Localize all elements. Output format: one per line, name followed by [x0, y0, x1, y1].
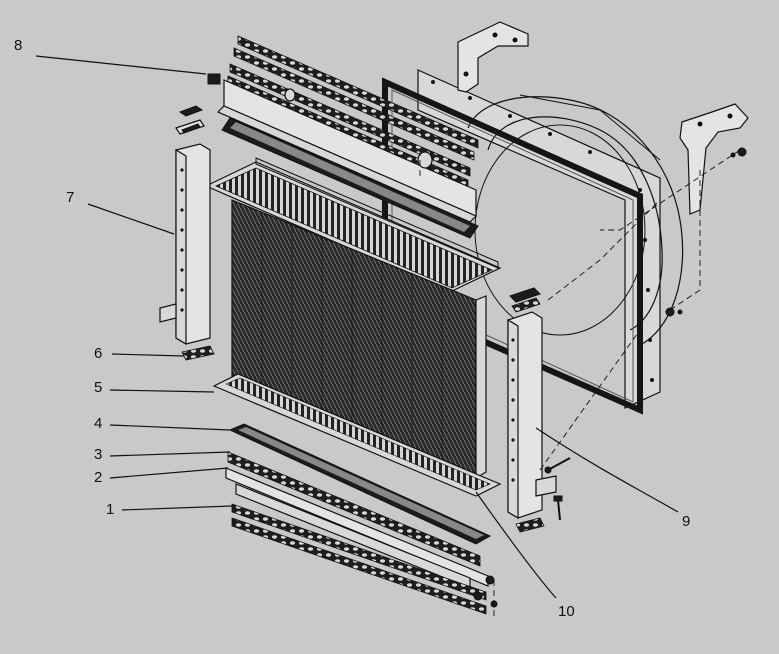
bolt-right-upper: [544, 457, 571, 474]
left-side-panel: [159, 143, 211, 346]
callout-5: 5: [94, 379, 102, 396]
left-top-pads: [175, 105, 205, 135]
right-side-panel: [507, 287, 557, 520]
callout-7: 7: [66, 189, 74, 206]
callout-3: 3: [94, 446, 102, 463]
nut-shroud: [665, 307, 683, 317]
bottom-gasket: [228, 423, 492, 545]
top-tube-plate: [204, 157, 502, 293]
bottom-tube-plate: [212, 373, 502, 497]
callout-labels: 8 7 6 5 4 3 2 1 9 10: [14, 37, 690, 620]
callout-10: 10: [558, 603, 575, 620]
right-pads: [511, 297, 545, 533]
leader-lines: [35, 55, 679, 599]
rubber-pad-6: [181, 345, 215, 361]
top-tank: [207, 73, 478, 223]
side-bracket: [679, 103, 749, 215]
bottom-bolts: [473, 575, 498, 608]
shroud-mounting-holes: [431, 80, 654, 382]
callout-6: 6: [94, 345, 102, 362]
lower-gasket-strips: [231, 503, 487, 615]
callout-8: 8: [14, 37, 22, 54]
callout-2: 2: [94, 469, 102, 486]
bottom-tank: [225, 467, 489, 589]
bolt-right-lower: [553, 495, 563, 521]
upper-bracket: [457, 21, 529, 93]
callout-1: 1: [106, 501, 114, 518]
bottom-perforated-strip: [227, 451, 481, 567]
callout-9: 9: [682, 513, 690, 530]
top-gasket: [221, 117, 479, 239]
fan-shroud: [417, 69, 684, 409]
callout-4: 4: [94, 415, 102, 432]
